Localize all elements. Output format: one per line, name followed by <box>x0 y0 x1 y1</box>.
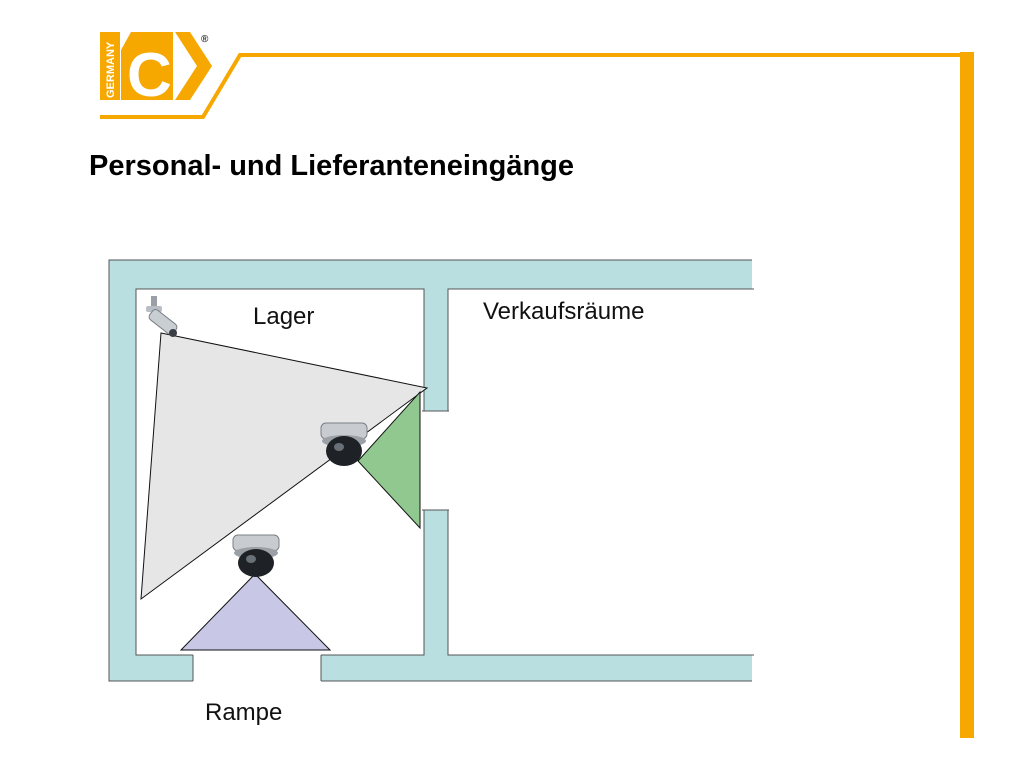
dome-camera-icon <box>320 422 368 466</box>
registered-mark: ® <box>201 34 209 45</box>
sales-room-label: Verkaufsräume <box>483 298 644 325</box>
door-dome-camera-coverage <box>357 390 421 530</box>
storage-room-label: Lager <box>253 303 314 330</box>
brand-accent-lines <box>100 52 974 738</box>
ramp-dome-camera-coverage <box>179 573 332 651</box>
bullet-camera-coverage <box>140 332 429 601</box>
bullet-camera-icon <box>146 296 178 337</box>
slide-title: Personal- und Lieferanteneingänge <box>89 150 575 182</box>
dome-camera-icon <box>232 534 280 577</box>
logo-letter: C <box>127 41 172 110</box>
logo-country-text: GERMANY <box>105 41 117 98</box>
sales-room <box>447 288 761 656</box>
company-logo: GERMANY C ® <box>100 32 212 110</box>
interior-doorway <box>422 411 450 510</box>
ramp-opening <box>193 654 321 682</box>
ramp-label: Rampe <box>205 699 282 726</box>
